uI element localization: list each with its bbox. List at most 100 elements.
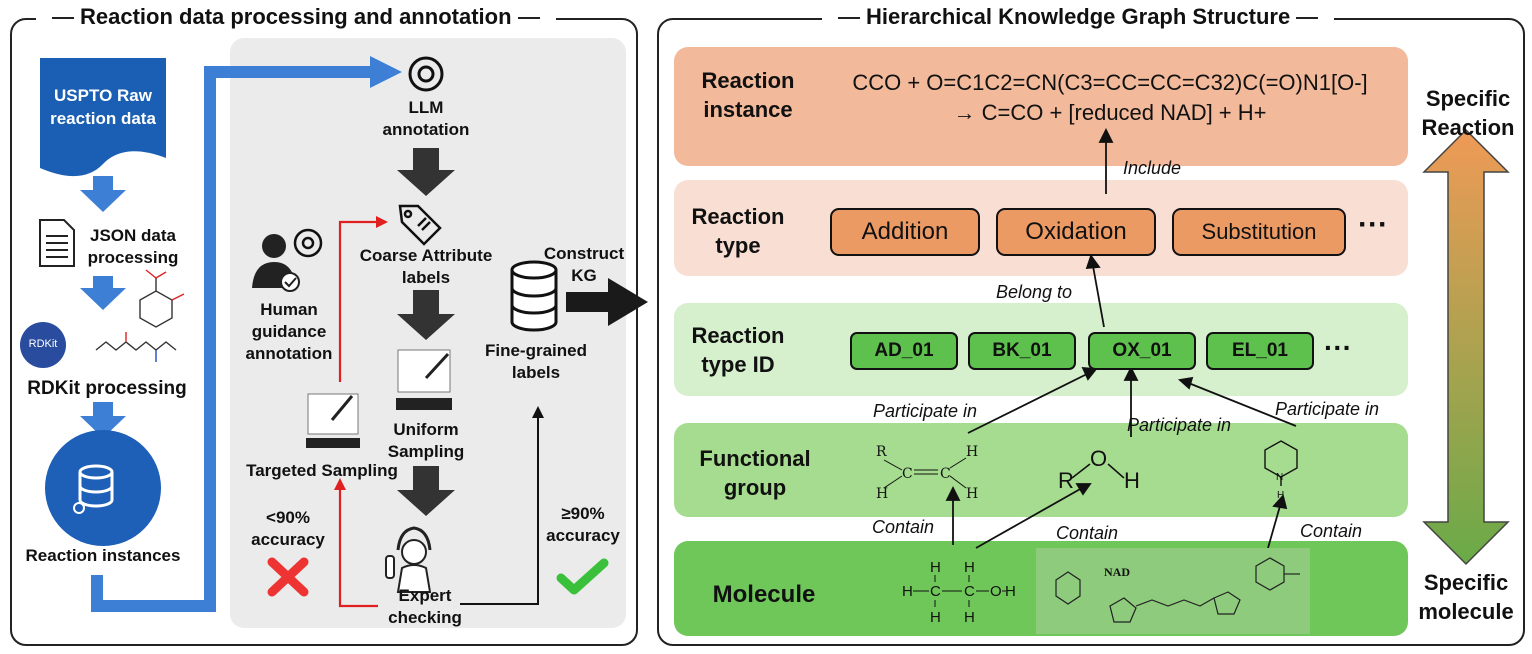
blue-connector-head xyxy=(370,56,402,88)
salicylic-acid-molecule xyxy=(139,269,185,328)
json-label: JSON data processing xyxy=(87,226,179,267)
amino-acid-molecule xyxy=(95,332,177,362)
pyridinium-structure: N H xyxy=(1264,440,1298,501)
svg-text:C: C xyxy=(930,583,941,600)
red-arrow-back xyxy=(338,488,378,608)
reject-x-icon xyxy=(267,557,309,597)
svg-text:H: H xyxy=(966,486,978,502)
svg-text:H: H xyxy=(930,609,941,626)
svg-text:H: H xyxy=(876,486,888,502)
svg-text:N: N xyxy=(1276,472,1283,483)
blue-arrow-1 xyxy=(80,176,126,212)
type-label: Reaction type xyxy=(691,204,785,258)
contain-arrow-2 xyxy=(975,487,1083,549)
alkene-structure: R H C C H H xyxy=(876,444,978,502)
uspto-label: USPTO Raw reaction data xyxy=(50,86,156,128)
rdkit-label: RDKit processing xyxy=(27,378,187,399)
participate-label-1: Participate in xyxy=(873,401,978,421)
belong-arrow xyxy=(1092,265,1105,328)
black-arrow-2 xyxy=(397,290,455,340)
id-ox01: OX_01 xyxy=(1088,332,1196,370)
llm-logo-small-icon xyxy=(293,228,323,258)
high-accuracy-label: ≥90% accuracy xyxy=(546,504,620,545)
blue-connector xyxy=(91,66,372,612)
id-ad01: AD_01 xyxy=(850,332,958,370)
targeted-sampling-icon xyxy=(306,393,360,448)
alcohol-structure: ROH xyxy=(1058,446,1140,493)
type-ellipsis: ··· xyxy=(1358,208,1388,241)
low-accuracy-label: <90% accuracy xyxy=(251,508,325,549)
svg-text:H: H xyxy=(966,444,978,460)
instances-label: Reaction instances xyxy=(25,546,181,565)
llm-logo-icon xyxy=(408,56,444,92)
belong-label: Belong to xyxy=(996,282,1073,302)
participate-label-3: Participate in xyxy=(1275,399,1380,419)
type-oxidation: Oxidation xyxy=(996,208,1156,256)
molecule-label: Molecule xyxy=(712,581,816,608)
svg-text:H: H xyxy=(1124,468,1140,493)
include-label: Include xyxy=(1123,158,1182,178)
type-substitution: Substitution xyxy=(1172,208,1346,256)
id-bk01: BK_01 xyxy=(968,332,1076,370)
smiles-line-1: CCO + O=C1C2=CN(C3=CC=CC=C32)C(=O)N1[O-] xyxy=(852,70,1368,95)
json-document-icon xyxy=(39,219,75,267)
human-label: Human guidance annotation xyxy=(245,300,333,363)
uniform-label: Uniform Sampling xyxy=(387,420,465,461)
svg-text:H: H xyxy=(902,583,913,600)
svg-text:O: O xyxy=(990,583,1002,600)
blue-arrow-2 xyxy=(80,276,126,310)
functional-label: Functional group xyxy=(699,446,811,500)
right-panel-title: Hierarchical Knowledge Graph Structure xyxy=(822,4,1335,30)
id-el01: EL_01 xyxy=(1206,332,1314,370)
uspto-document-shape xyxy=(40,58,166,177)
left-panel-title: Reaction data processing and annotation xyxy=(36,4,556,30)
specificity-arrow xyxy=(1422,128,1510,566)
nad-label: NAD xyxy=(1104,565,1130,579)
svg-text:C: C xyxy=(902,466,913,482)
nad-structure xyxy=(1036,548,1310,634)
database-icon-small xyxy=(510,260,558,332)
functional-band xyxy=(674,423,1408,517)
construct-label: Construct KG xyxy=(543,244,625,285)
blue-arrow-3 xyxy=(80,402,126,438)
human-icon xyxy=(252,234,300,292)
svg-text:C: C xyxy=(940,466,951,482)
typeid-label: Reaction type ID xyxy=(691,323,785,377)
svg-text:H: H xyxy=(964,609,975,626)
smiles-line-2: → C=CO + [reduced NAD] + H+ xyxy=(953,100,1267,125)
participate-label-2: Participate in xyxy=(1127,415,1232,435)
accept-check-icon xyxy=(556,558,609,595)
database-icon-large xyxy=(45,430,161,546)
black-arrow-1 xyxy=(397,148,455,196)
participate-arrow-1 xyxy=(967,373,1088,434)
svg-text:O: O xyxy=(1090,446,1107,471)
type-addition: Addition xyxy=(830,208,980,256)
tag-icon xyxy=(398,204,442,246)
contain-arrow-3 xyxy=(1267,505,1281,549)
specific-molecule-label: Specific molecule xyxy=(1418,570,1514,624)
llm-label: LLM annotation xyxy=(382,98,470,139)
fine-label: Fine-grained labels xyxy=(484,341,587,382)
participate-arrow-3 xyxy=(1185,381,1297,427)
svg-text:R: R xyxy=(876,444,887,460)
svg-text:R: R xyxy=(1058,468,1074,493)
red-arrow-up xyxy=(338,220,378,382)
uniform-sampling-icon xyxy=(396,349,452,410)
svg-text:H: H xyxy=(1005,583,1016,600)
black-arrow-3 xyxy=(397,466,455,516)
svg-text:H: H xyxy=(930,559,941,576)
targeted-label: Targeted Sampling xyxy=(246,461,398,480)
svg-text:C: C xyxy=(964,583,975,600)
specific-reaction-label: Specific Reaction xyxy=(1421,86,1515,140)
construct-kg-arrow xyxy=(566,278,648,326)
accept-line xyxy=(460,416,539,605)
expert-label: Expert checking xyxy=(388,586,462,627)
svg-text:H: H xyxy=(964,559,975,576)
coarse-label: Coarse Attribute labels xyxy=(359,246,493,287)
id-ellipsis: ··· xyxy=(1324,332,1352,363)
contain-label-2: Contain xyxy=(1056,523,1119,543)
rdkit-badge-circle xyxy=(20,322,66,368)
contain-label-3: Contain xyxy=(1300,521,1363,541)
